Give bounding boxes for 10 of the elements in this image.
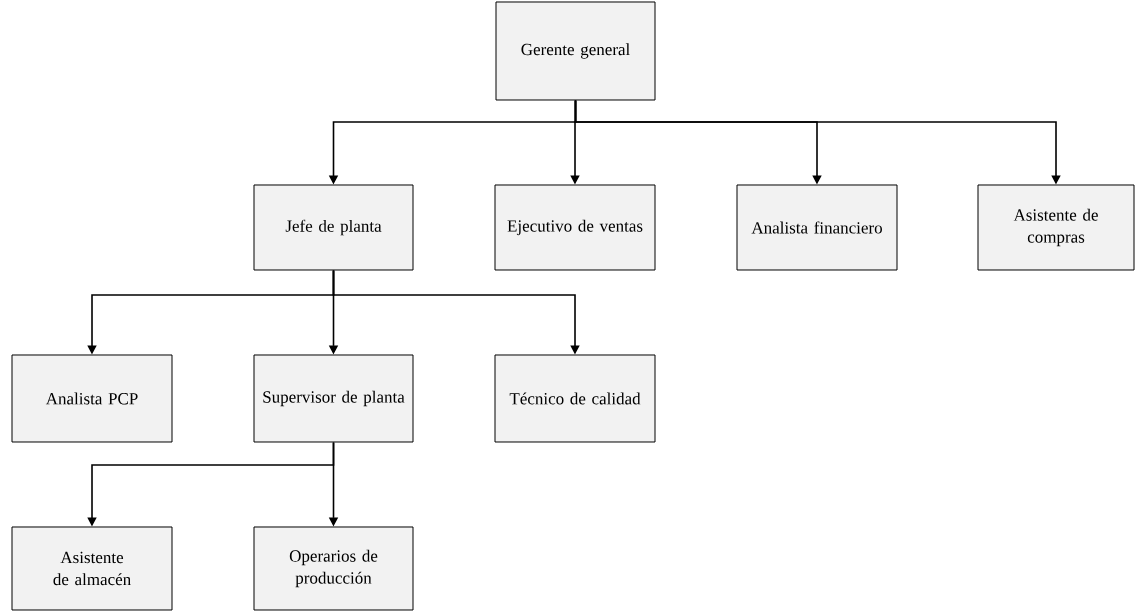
position-box: Asistente de compras (977, 184, 1135, 271)
position-box: Analista financiero (736, 184, 898, 271)
position-box: Jefe de planta (253, 184, 414, 271)
position-box: Operarios de producción (253, 526, 414, 611)
position-box: Ejecutivo de ventas (494, 184, 656, 271)
position-box: Gerente general (495, 1, 656, 101)
position-box: Supervisor de planta (253, 354, 414, 443)
position-box: Asistente de almacén (11, 526, 173, 611)
position-box: Técnico de calidad (494, 354, 656, 443)
position-box: Analista PCP (11, 354, 173, 443)
